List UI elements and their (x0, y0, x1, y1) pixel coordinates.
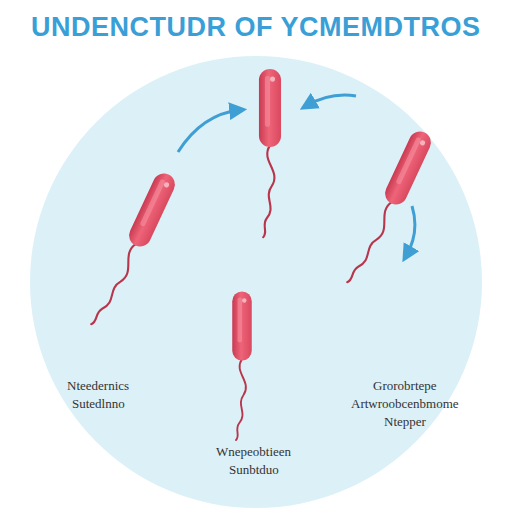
label: Grorobrtepe (373, 378, 437, 394)
label: Wnepeobtieen (216, 444, 291, 460)
bacterium (343, 128, 434, 290)
label: Sutedlnno (72, 396, 125, 412)
cycle-arrow (178, 110, 240, 152)
bacterium (87, 170, 178, 332)
bacterium (232, 292, 252, 441)
title: UNDENCTUDR OF YCMEMDTROS (31, 12, 481, 43)
background-circle (30, 56, 482, 508)
label: Artwroobcenbmome (351, 396, 459, 412)
cycle-arrow (406, 206, 415, 256)
cycle-arrow (306, 95, 356, 106)
label: Sunbtduo (229, 462, 279, 478)
label: Nteedernics (67, 378, 129, 394)
bacterium (259, 69, 281, 237)
label: Ntepper (384, 414, 426, 430)
